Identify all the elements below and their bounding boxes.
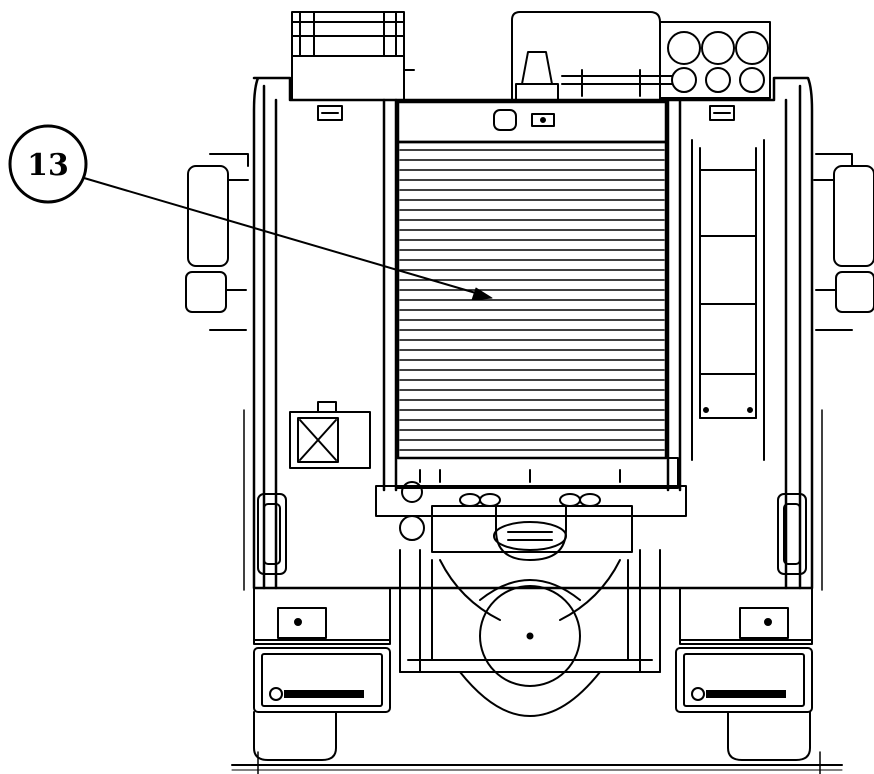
ladder (691, 139, 765, 461)
spare-wheel-lower (459, 671, 601, 717)
roof-equipment (291, 11, 771, 101)
rear-bumper-assembly (375, 457, 687, 687)
rosenbauer-logo-icon (691, 687, 786, 701)
left-mirror (185, 153, 249, 331)
lower-right-corner-box (679, 587, 813, 645)
rolling-shutter (396, 100, 668, 460)
lower-left-corner-box (253, 587, 391, 645)
callout-number: 13 (27, 148, 69, 183)
callout-leader-line (83, 177, 493, 301)
rosenbauer-logo-icon (269, 687, 364, 701)
right-mirror (813, 153, 874, 331)
vent-right (709, 105, 735, 121)
mudflap-left (253, 647, 391, 713)
vent-left (317, 105, 343, 121)
callout-13 (8, 124, 88, 204)
truck-body (243, 76, 823, 591)
ground-line (231, 751, 843, 774)
spare-wheel-icon (479, 585, 581, 687)
rear-lamp-left-icon (257, 493, 287, 575)
rear-lamp-right-icon (777, 493, 807, 575)
beacon-light-icon (521, 51, 553, 85)
right-tire (727, 711, 811, 761)
mudflap-right (675, 647, 813, 713)
left-tire (253, 711, 337, 761)
left-side-panel-fittings (289, 401, 371, 469)
